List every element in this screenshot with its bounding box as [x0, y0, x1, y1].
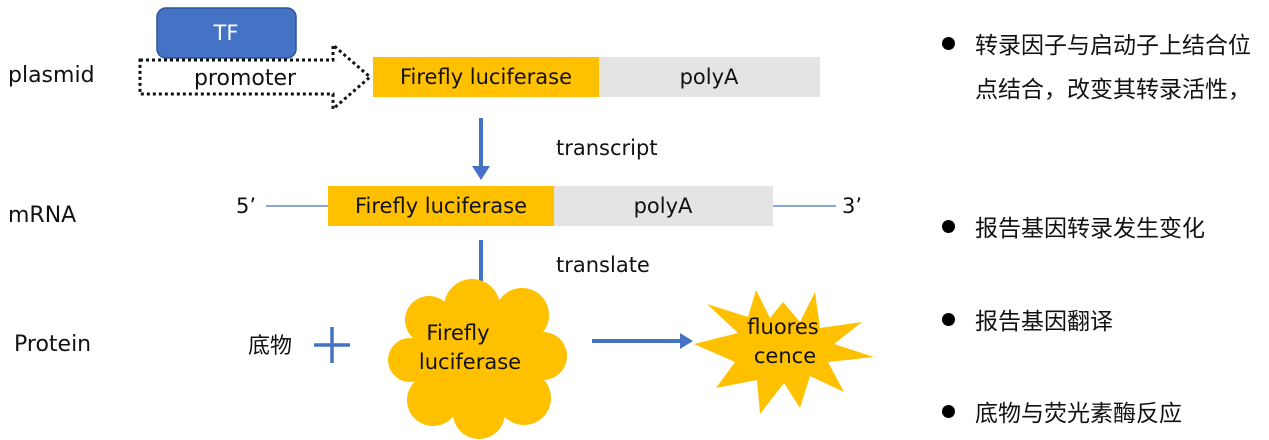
bullet-dot-icon	[942, 405, 955, 418]
mrna-gene: Firefly luciferase	[328, 186, 554, 226]
tf-box: TF	[156, 7, 297, 59]
substrate-label: 底物	[248, 334, 292, 359]
plasmid-gene-label: Firefly luciferase	[400, 65, 572, 89]
plus-icon	[314, 327, 350, 363]
mrna-polya-label: polyA	[634, 194, 693, 218]
mrna-polya: polyA	[554, 186, 773, 226]
reporter-gene-diagram: plasmid mRNA Protein TF promoter Firefly…	[8, 7, 874, 439]
bullet-item-3: 报告基因翻译	[942, 300, 1265, 344]
burst-shape	[694, 290, 874, 414]
row-label-protein: Protein	[14, 332, 91, 357]
bullet-text-1: 转录因子与启动子上结合位点结合，改变其转录活性，	[975, 33, 1251, 103]
tf-shape	[156, 7, 297, 59]
transcript-label: transcript	[556, 136, 658, 160]
reaction-arrow-head	[680, 333, 693, 349]
fluorescence-burst: fluores cence	[694, 290, 874, 414]
translate-label: translate	[556, 253, 650, 277]
mrna-polya-box	[554, 186, 773, 226]
bullet-list: 转录因子与启动子上结合位点结合，改变其转录活性， 报告基因转录发生变化 报告基因…	[942, 0, 1269, 440]
mrna-gene-label: Firefly luciferase	[355, 194, 527, 218]
luciferase-cloud: Firefly luciferase	[388, 279, 567, 439]
bullet-text-4: 底物与荧光素酶反应	[975, 401, 1182, 427]
tf-label: TF	[213, 21, 239, 45]
bullet-text-2: 报告基因转录发生变化	[975, 216, 1205, 242]
plasmid-gene-box	[373, 57, 599, 97]
signal-label-line1: fluores	[747, 315, 818, 339]
reaction-arrow	[592, 333, 693, 349]
enzyme-label-line1: Firefly	[426, 321, 489, 345]
plasmid-polya: polyA	[599, 57, 820, 97]
three-prime-label: 3’	[842, 194, 862, 218]
promoter-arrow: promoter	[138, 41, 373, 113]
transcript-arrow-head	[472, 166, 490, 180]
promoter-shape	[138, 41, 373, 113]
plasmid-polya-label: polyA	[680, 65, 739, 89]
enzyme-label-line2: luciferase	[419, 350, 521, 374]
bullet-item-2: 报告基因转录发生变化	[942, 207, 1265, 251]
bullet-text-3: 报告基因翻译	[975, 309, 1113, 335]
bullet-dot-icon	[942, 37, 955, 50]
row-label-plasmid: plasmid	[8, 63, 95, 88]
five-prime-label: 5’	[236, 194, 256, 218]
cloud-shape	[388, 279, 567, 439]
bullet-item-1: 转录因子与启动子上结合位点结合，改变其转录活性，	[942, 24, 1265, 112]
plasmid-gene: Firefly luciferase	[373, 57, 599, 97]
row-label-mrna: mRNA	[8, 203, 76, 228]
bullet-dot-icon	[942, 220, 955, 233]
transcript-arrow	[472, 118, 490, 180]
bullet-item-4: 底物与荧光素酶反应	[942, 392, 1265, 436]
bullet-dot-icon	[942, 313, 955, 326]
promoter-label: promoter	[194, 66, 297, 91]
mrna-gene-box	[328, 186, 554, 226]
signal-label-line2: cence	[754, 344, 816, 368]
plasmid-polya-box	[599, 57, 820, 97]
